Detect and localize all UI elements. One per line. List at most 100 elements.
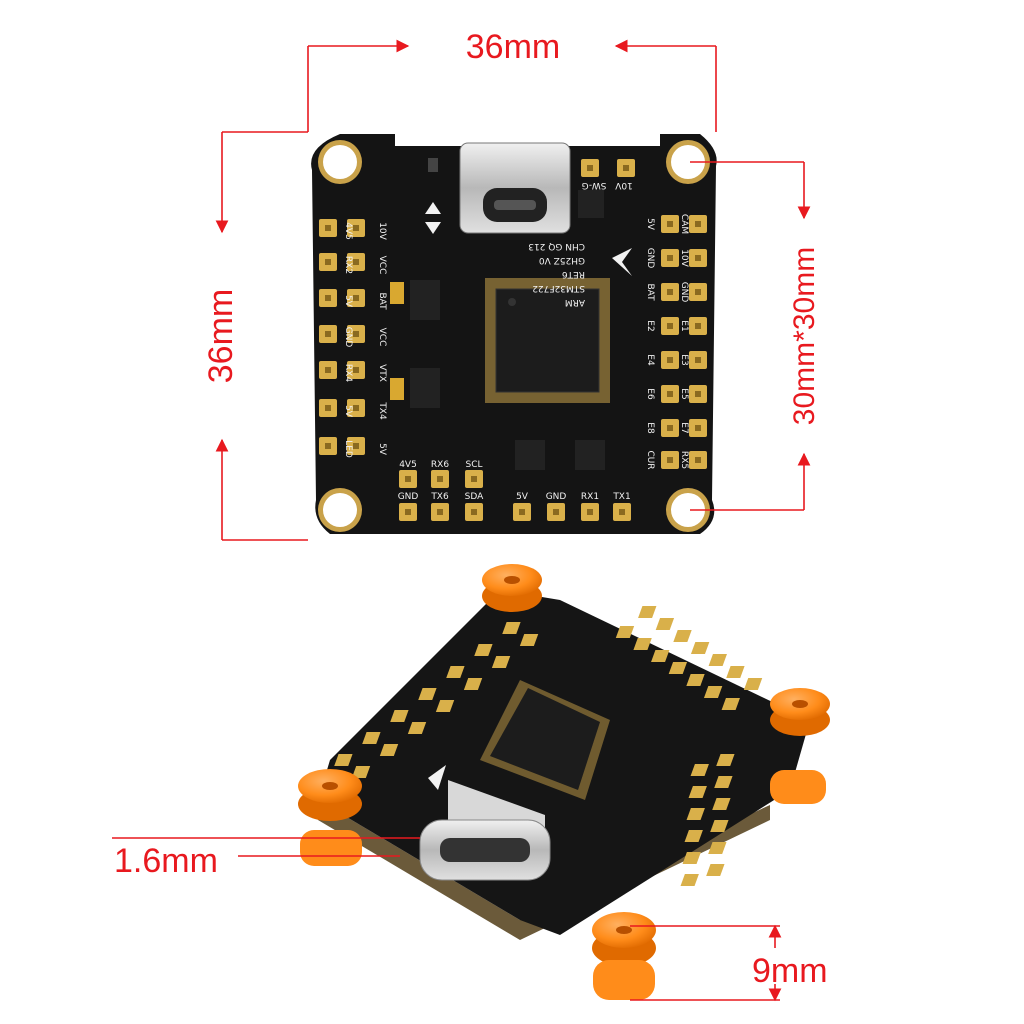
pad-left-outer-0-center <box>325 225 331 231</box>
standoff-bottom <box>592 912 656 1000</box>
angled-pad-ul-a-6 <box>334 754 353 766</box>
pad-bottom-top-1-center <box>437 476 443 482</box>
mcu-chip <box>485 278 610 403</box>
angled-pad-ur-a-0 <box>638 606 657 618</box>
silk-bottom-1: TX6 <box>430 492 449 502</box>
angled-pad-lr-b-4 <box>708 842 727 854</box>
silk-right-inner-4: E4 <box>645 354 655 366</box>
silk-left-inner-4: VTX <box>377 364 387 382</box>
silk-right-outer-3: E1 <box>679 320 689 331</box>
pad-left-outer-2-center <box>325 295 331 301</box>
silk-right-outer-2: GND <box>679 282 689 303</box>
pad-bottom-5-center <box>587 509 593 515</box>
angled-pad-lr-a-4 <box>682 852 701 864</box>
pad-right-outer-4-center <box>695 357 701 363</box>
angled-pad-ul-b-0 <box>519 634 539 646</box>
silk-left-outer-0: 4V5 <box>343 222 353 240</box>
silk-right-inner-0: 5V <box>645 218 655 231</box>
silk-bottom-top-0: 4V5 <box>399 460 417 470</box>
angled-pad-ul-b-5 <box>379 744 399 756</box>
mount-hole-br <box>666 488 710 532</box>
pad-right-inner-4-center <box>667 357 673 363</box>
angled-pad-lr-a-3 <box>684 830 703 842</box>
angled-pad-ul-a-2 <box>446 666 465 678</box>
chip-marking-3: RET6 <box>562 269 585 279</box>
chip-marking-4: GH25Z V0 <box>539 255 585 265</box>
pad-left-inner-2-center <box>353 295 359 301</box>
mounting-label: 30mm*30mm <box>788 247 821 425</box>
boot-button <box>428 158 438 172</box>
dim-height: 36mm <box>202 131 308 541</box>
top-pads <box>319 159 707 521</box>
pad-right-outer-1-center <box>695 255 701 261</box>
height-label: 36mm <box>202 289 240 383</box>
capacitor-2 <box>390 378 404 400</box>
angled-pad-ul-b-1 <box>491 656 511 668</box>
pad-bottom-top-0-center <box>405 476 411 482</box>
chip-small-1 <box>515 440 545 470</box>
mount-hole-tl <box>318 140 362 184</box>
pad-bottom-4-center <box>553 509 559 515</box>
silk-top-0: 10V <box>614 180 632 190</box>
angled-pad-ur-b-3 <box>668 662 688 674</box>
silk-right-inner-6: E8 <box>645 422 655 434</box>
pad-left-outer-6-center <box>325 443 331 449</box>
angled-pad-lr-a-2 <box>686 808 705 820</box>
silk-right-inner-7: CUR <box>645 450 655 469</box>
pad-left-outer-5-center <box>325 405 331 411</box>
switch-ic <box>578 190 604 218</box>
angled-pad-ur-b-6 <box>721 698 740 710</box>
svg-text:ARM STM32F722 RET6: ARM STM32F722 RET6 GH25Z V0 CHN GQ 213 <box>528 241 585 307</box>
silk-bottom-top-1: RX6 <box>431 460 449 470</box>
silk-left-inner-1: VCC <box>377 256 387 275</box>
angled-pad-ul-a-3 <box>418 688 437 700</box>
capacitor-1 <box>390 282 404 304</box>
dim-standoff: 9mm <box>630 924 828 1002</box>
silk-right-outer-6: E7 <box>679 422 689 433</box>
angled-pad-ul-a-0 <box>502 622 521 634</box>
chip-marking-1: ARM <box>565 297 585 307</box>
silk-bottom-4: GND <box>546 492 567 502</box>
angled-pad-ul-a-1 <box>474 644 493 656</box>
direction-arrow-icon <box>612 248 632 276</box>
silk-right-outer-0: CAM <box>679 214 689 234</box>
pad-bottom-0-center <box>405 509 411 515</box>
pad-right-inner-3-center <box>667 323 673 329</box>
usb-c-port-angled <box>419 780 551 881</box>
regulator-1 <box>410 280 440 320</box>
angled-pad-ul-b-4 <box>407 722 427 734</box>
silk-right-outer-4: E3 <box>679 354 689 365</box>
angled-pad-ur-a-3 <box>690 642 710 654</box>
pad-left-inner-1-center <box>353 259 359 265</box>
silk-left-outer-3: GND <box>343 327 353 348</box>
pad-left-inner-6-center <box>353 443 359 449</box>
pad-left-inner-5-center <box>353 405 359 411</box>
angled-pad-lr-b-3 <box>710 820 729 832</box>
pad-right-outer-2-center <box>695 289 701 295</box>
angled-pad-lr-b-5 <box>706 864 725 876</box>
chip-small-2 <box>575 440 605 470</box>
pad-right-outer-5-center <box>695 391 701 397</box>
standoff-left <box>298 769 362 866</box>
angled-pad-ur-a-4 <box>708 654 727 666</box>
pad-top-1-center <box>623 165 629 171</box>
dim-mounting: 30mm*30mm <box>690 161 821 511</box>
angled-pad-ur-b-0 <box>615 626 635 638</box>
mount-hole-bl <box>318 488 362 532</box>
mount-hole-tr <box>666 140 710 184</box>
silk-left-outer-6: LED <box>343 440 353 458</box>
angled-pad-lr-b-1 <box>714 776 733 788</box>
angled-pad-ul-b-6 <box>351 766 371 778</box>
silk-right-outer-1: 10V <box>679 249 689 267</box>
silk-bottom-top-2: SCL <box>465 460 482 470</box>
silk-bottom-0: GND <box>398 492 419 502</box>
standoff-top <box>482 564 542 612</box>
angled-view-board <box>298 564 830 1000</box>
direction-arrow-icon <box>428 765 446 790</box>
silk-left-inner-6: 5V <box>377 443 387 456</box>
pad-right-inner-6-center <box>667 425 673 431</box>
pad-right-inner-2-center <box>667 289 673 295</box>
thickness-label: 1.6mm <box>114 842 218 880</box>
silk-left-inner-0: 10V <box>377 222 387 240</box>
silk-bottom-3: 5V <box>516 492 529 502</box>
